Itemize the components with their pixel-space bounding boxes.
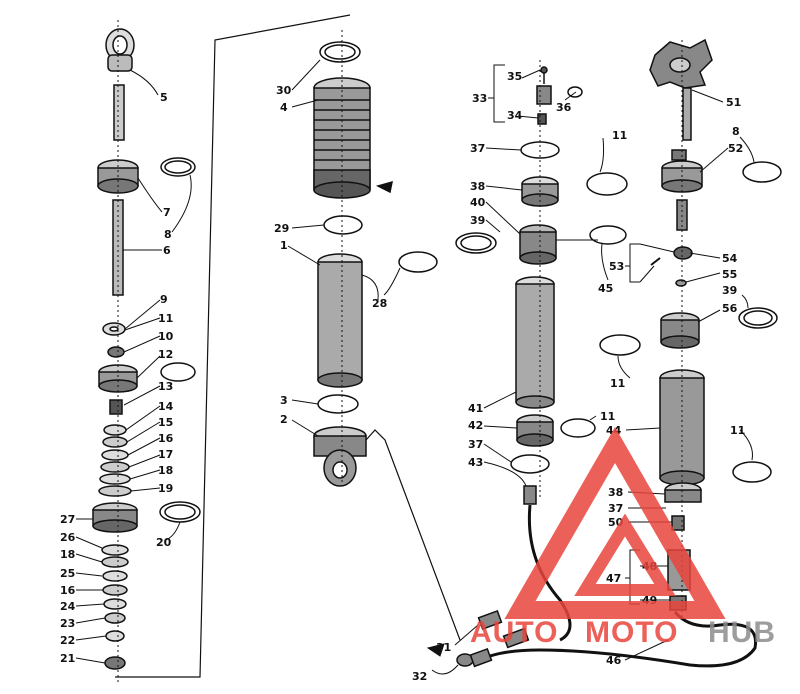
callout-12: 12 <box>158 348 173 361</box>
callout-30: 30 <box>276 84 292 97</box>
callout-23: 23 <box>60 617 75 630</box>
callout-52: 52 <box>728 142 743 155</box>
callout-32: 32 <box>412 670 427 683</box>
callout-54: 54 <box>722 252 738 265</box>
watermark-text-hub: HUB <box>708 616 776 649</box>
callout-17: 17 <box>158 448 173 461</box>
leader-lines-right-center <box>483 64 609 487</box>
leader-lines-left <box>75 14 351 678</box>
callout-10: 10 <box>158 330 174 343</box>
callout-39: 39 <box>470 214 485 227</box>
lower-fittings <box>456 609 530 668</box>
leader-lines-center <box>287 59 461 641</box>
callout-13: 13 <box>158 380 173 393</box>
callout-1: 1 <box>280 239 288 252</box>
callout-8: 8 <box>164 228 172 241</box>
callout-22: 22 <box>60 634 75 647</box>
callout-11e: 11 <box>730 424 745 437</box>
callout-31: 31 <box>436 641 451 654</box>
callout-11c: 11 <box>600 410 615 423</box>
callout-35: 35 <box>507 70 522 83</box>
callout-6: 6 <box>163 244 171 257</box>
callout-47: 47 <box>606 572 621 585</box>
callout-14: 14 <box>158 400 174 413</box>
callout-51: 51 <box>726 96 741 109</box>
callout-4: 4 <box>280 101 288 114</box>
callout-36: 36 <box>556 101 572 114</box>
column-left-parts <box>92 20 201 685</box>
callout-16b: 16 <box>60 584 76 597</box>
callout-45: 45 <box>598 282 613 295</box>
callout-11d: 11 <box>610 377 625 390</box>
callout-37b: 37 <box>468 438 483 451</box>
callout-8b: 8 <box>732 125 740 138</box>
callout-40: 40 <box>470 196 486 209</box>
callout-11: 11 <box>158 312 173 325</box>
callout-18b: 18 <box>60 548 75 561</box>
callout-labels: 5 7 8 6 9 11 10 12 13 14 15 16 17 18 19 … <box>60 70 745 683</box>
callout-5: 5 <box>160 91 168 104</box>
callout-37c: 37 <box>608 502 623 515</box>
callout-19: 19 <box>158 482 173 495</box>
watermark-text-auto: AUTO <box>470 616 558 649</box>
callout-2: 2 <box>280 413 288 426</box>
callout-29: 29 <box>274 222 289 235</box>
callout-43: 43 <box>468 456 483 469</box>
watermark-triangle-outer-icon <box>504 426 726 619</box>
callout-42: 42 <box>468 419 483 432</box>
callout-27: 27 <box>60 513 75 526</box>
callout-25: 25 <box>60 567 75 580</box>
watermark-logo: AUTO MOTO HUB <box>470 426 776 649</box>
callout-56: 56 <box>722 302 738 315</box>
watermark-text-moto: MOTO <box>585 616 678 649</box>
callout-38: 38 <box>470 180 485 193</box>
callout-33: 33 <box>472 92 487 105</box>
callout-15: 15 <box>158 416 173 429</box>
callout-46: 46 <box>606 654 622 667</box>
callout-16: 16 <box>158 432 174 445</box>
callout-21: 21 <box>60 652 75 665</box>
callout-53: 53 <box>609 260 624 273</box>
callout-38b: 38 <box>608 486 623 499</box>
callout-20: 20 <box>156 536 172 549</box>
callout-39b: 39 <box>722 284 737 297</box>
column-right-center-parts <box>455 60 628 642</box>
watermark-triangle-inner-icon <box>574 513 676 596</box>
column-center-parts <box>313 30 438 487</box>
callout-11b: 11 <box>612 129 627 142</box>
callout-55: 55 <box>722 268 737 281</box>
callout-41: 41 <box>468 402 483 415</box>
callout-37: 37 <box>470 142 485 155</box>
callout-3: 3 <box>280 394 288 407</box>
callout-18: 18 <box>158 464 173 477</box>
callout-28: 28 <box>372 297 387 310</box>
callout-34: 34 <box>507 109 523 122</box>
callout-7: 7 <box>163 206 171 219</box>
callout-26: 26 <box>60 531 76 544</box>
callout-24: 24 <box>60 600 76 613</box>
callout-9: 9 <box>160 293 168 306</box>
